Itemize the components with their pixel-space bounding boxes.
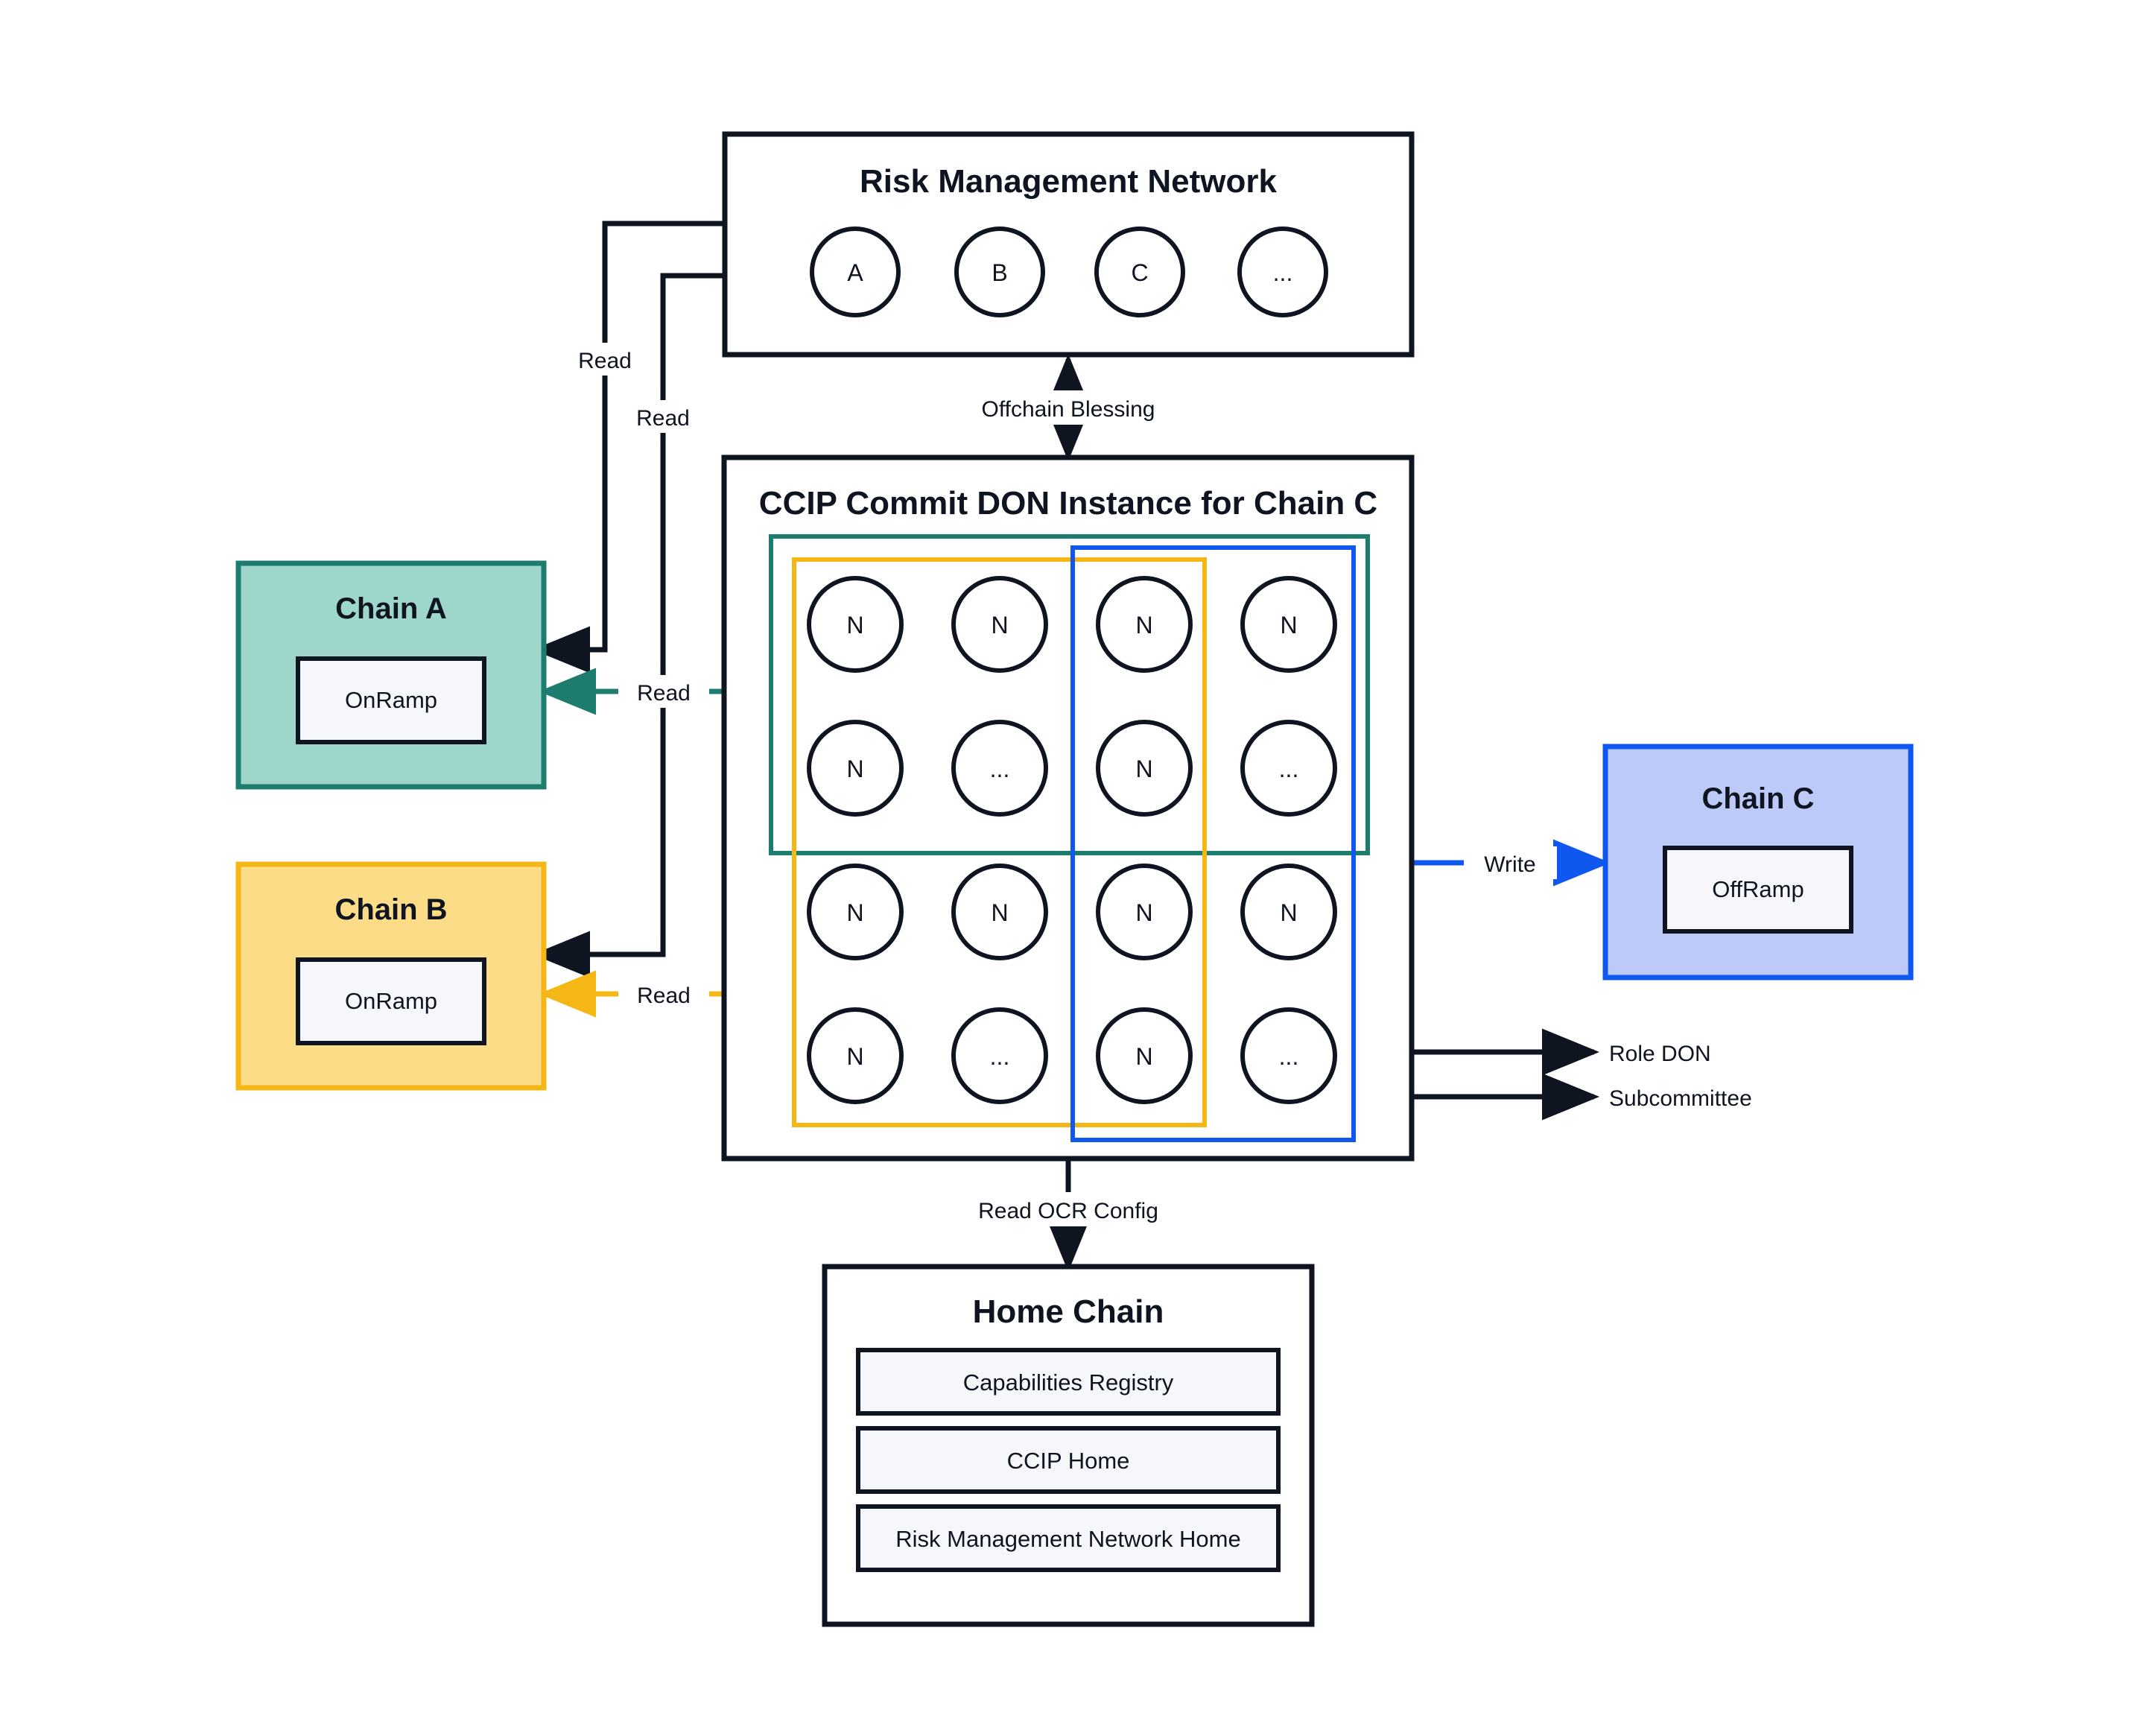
rmn-node-label: ... <box>1273 259 1293 286</box>
edge-label-read-don-a: Read <box>618 675 709 708</box>
rmn-node-c: C <box>1094 226 1185 317</box>
svg-text:Read: Read <box>636 406 690 431</box>
don-node: N <box>807 720 904 817</box>
don-node: N <box>1096 576 1193 673</box>
svg-text:Read OCR Config: Read OCR Config <box>978 1199 1158 1223</box>
home-chain-item-label: Risk Management Network Home <box>895 1526 1240 1552</box>
chain-c-title: Chain C <box>1701 782 1814 815</box>
don-node: N <box>951 864 1048 960</box>
group-rect-chain-b-yellow <box>792 557 1207 1127</box>
rmn-node-b: B <box>954 226 1045 317</box>
home-chain-title: Home Chain <box>973 1293 1164 1330</box>
risk-management-network-box: Risk Management Network A B C ... <box>722 131 1415 358</box>
don-node-label: ... <box>990 1043 1010 1070</box>
chain-b-onramp-label: OnRamp <box>345 988 437 1014</box>
rmn-node-a: A <box>810 226 901 317</box>
don-node: N <box>807 864 904 960</box>
group-rect-chain-c-blue <box>1070 545 1356 1142</box>
don-node-label: N <box>1280 899 1297 926</box>
edge-label-read-ocr-config: Read OCR Config <box>973 1192 1164 1226</box>
svg-text:Write: Write <box>1484 852 1535 877</box>
don-node-label: N <box>991 899 1008 926</box>
chain-a-box: Chain A OnRamp <box>235 560 547 790</box>
edge-label-offchain-blessing: Offchain Blessing <box>973 390 1164 425</box>
don-node: N <box>807 1007 904 1104</box>
don-node-label: N <box>846 1043 863 1070</box>
don-node: ... <box>951 1007 1048 1104</box>
rmn-node-ellipsis: ... <box>1237 226 1328 317</box>
don-node-label: N <box>1135 612 1152 639</box>
don-node-label: N <box>1135 1043 1152 1070</box>
don-node-label: N <box>1135 755 1152 782</box>
legend-label-role-don: Role DON <box>1609 1042 1711 1066</box>
edge-label-read-rmn-b: Read <box>618 400 708 433</box>
group-rect-chain-a-teal <box>769 534 1370 855</box>
don-node-label: N <box>1280 612 1297 639</box>
don-node-label: N <box>846 612 863 639</box>
don-node: N <box>1096 720 1193 817</box>
home-chain-item-label: CCIP Home <box>1007 1448 1130 1474</box>
legend-label-subcommittee: Subcommittee <box>1609 1086 1752 1111</box>
rmn-title: Risk Management Network <box>860 163 1277 200</box>
don-node-label: ... <box>1279 1043 1299 1070</box>
don-node: ... <box>1240 1007 1337 1104</box>
don-node-label: N <box>991 612 1008 639</box>
svg-text:Read: Read <box>637 681 691 706</box>
don-node: N <box>807 576 904 673</box>
don-node: ... <box>951 720 1048 817</box>
chain-b-title: Chain B <box>334 893 447 926</box>
home-chain-item-rmn-home: Risk Management Network Home <box>856 1504 1281 1572</box>
home-chain-item-label: Capabilities Registry <box>963 1369 1174 1396</box>
don-node: N <box>1240 864 1337 960</box>
don-node: N <box>1096 1007 1193 1104</box>
don-node: ... <box>1240 720 1337 817</box>
don-node-label: N <box>846 755 863 782</box>
home-chain-box: Home Chain Capabilities Registry CCIP Ho… <box>822 1264 1315 1627</box>
chain-a-title: Chain A <box>335 592 447 625</box>
don-node-label: N <box>846 899 863 926</box>
home-chain-item-capabilities-registry: Capabilities Registry <box>856 1348 1281 1416</box>
don-node-grid: N N N N N ... N ... N N N N N ... N <box>807 576 1337 1104</box>
don-node: N <box>1240 576 1337 673</box>
edge-label-write-c: Write <box>1464 846 1557 879</box>
home-chain-item-ccip-home: CCIP Home <box>856 1426 1281 1494</box>
chain-b-box: Chain B OnRamp <box>235 861 547 1091</box>
svg-text:Offchain Blessing: Offchain Blessing <box>982 397 1155 422</box>
rmn-node-label: A <box>847 259 863 286</box>
svg-text:Read: Read <box>637 983 691 1008</box>
edge-label-read-rmn-a: Read <box>560 343 650 376</box>
edge-label-read-don-b: Read <box>618 978 709 1010</box>
chain-c-offramp-label: OffRamp <box>1712 876 1804 902</box>
ccip-title: CCIP Commit DON Instance for Chain C <box>759 485 1377 522</box>
chain-c-box: Chain C OffRamp <box>1602 744 1914 981</box>
chain-a-onramp-label: OnRamp <box>345 687 437 713</box>
don-node: N <box>1096 864 1193 960</box>
edge-read-rmn-to-chain-a <box>533 221 725 674</box>
svg-text:Read: Read <box>578 349 632 373</box>
don-node-label: ... <box>1279 755 1299 782</box>
edge-read-rmn-to-chain-b <box>533 273 725 978</box>
don-node: N <box>951 576 1048 673</box>
rmn-node-label: B <box>992 259 1007 286</box>
rmn-node-label: C <box>1131 259 1148 286</box>
don-node-label: ... <box>990 755 1010 782</box>
don-node-label: N <box>1135 899 1152 926</box>
